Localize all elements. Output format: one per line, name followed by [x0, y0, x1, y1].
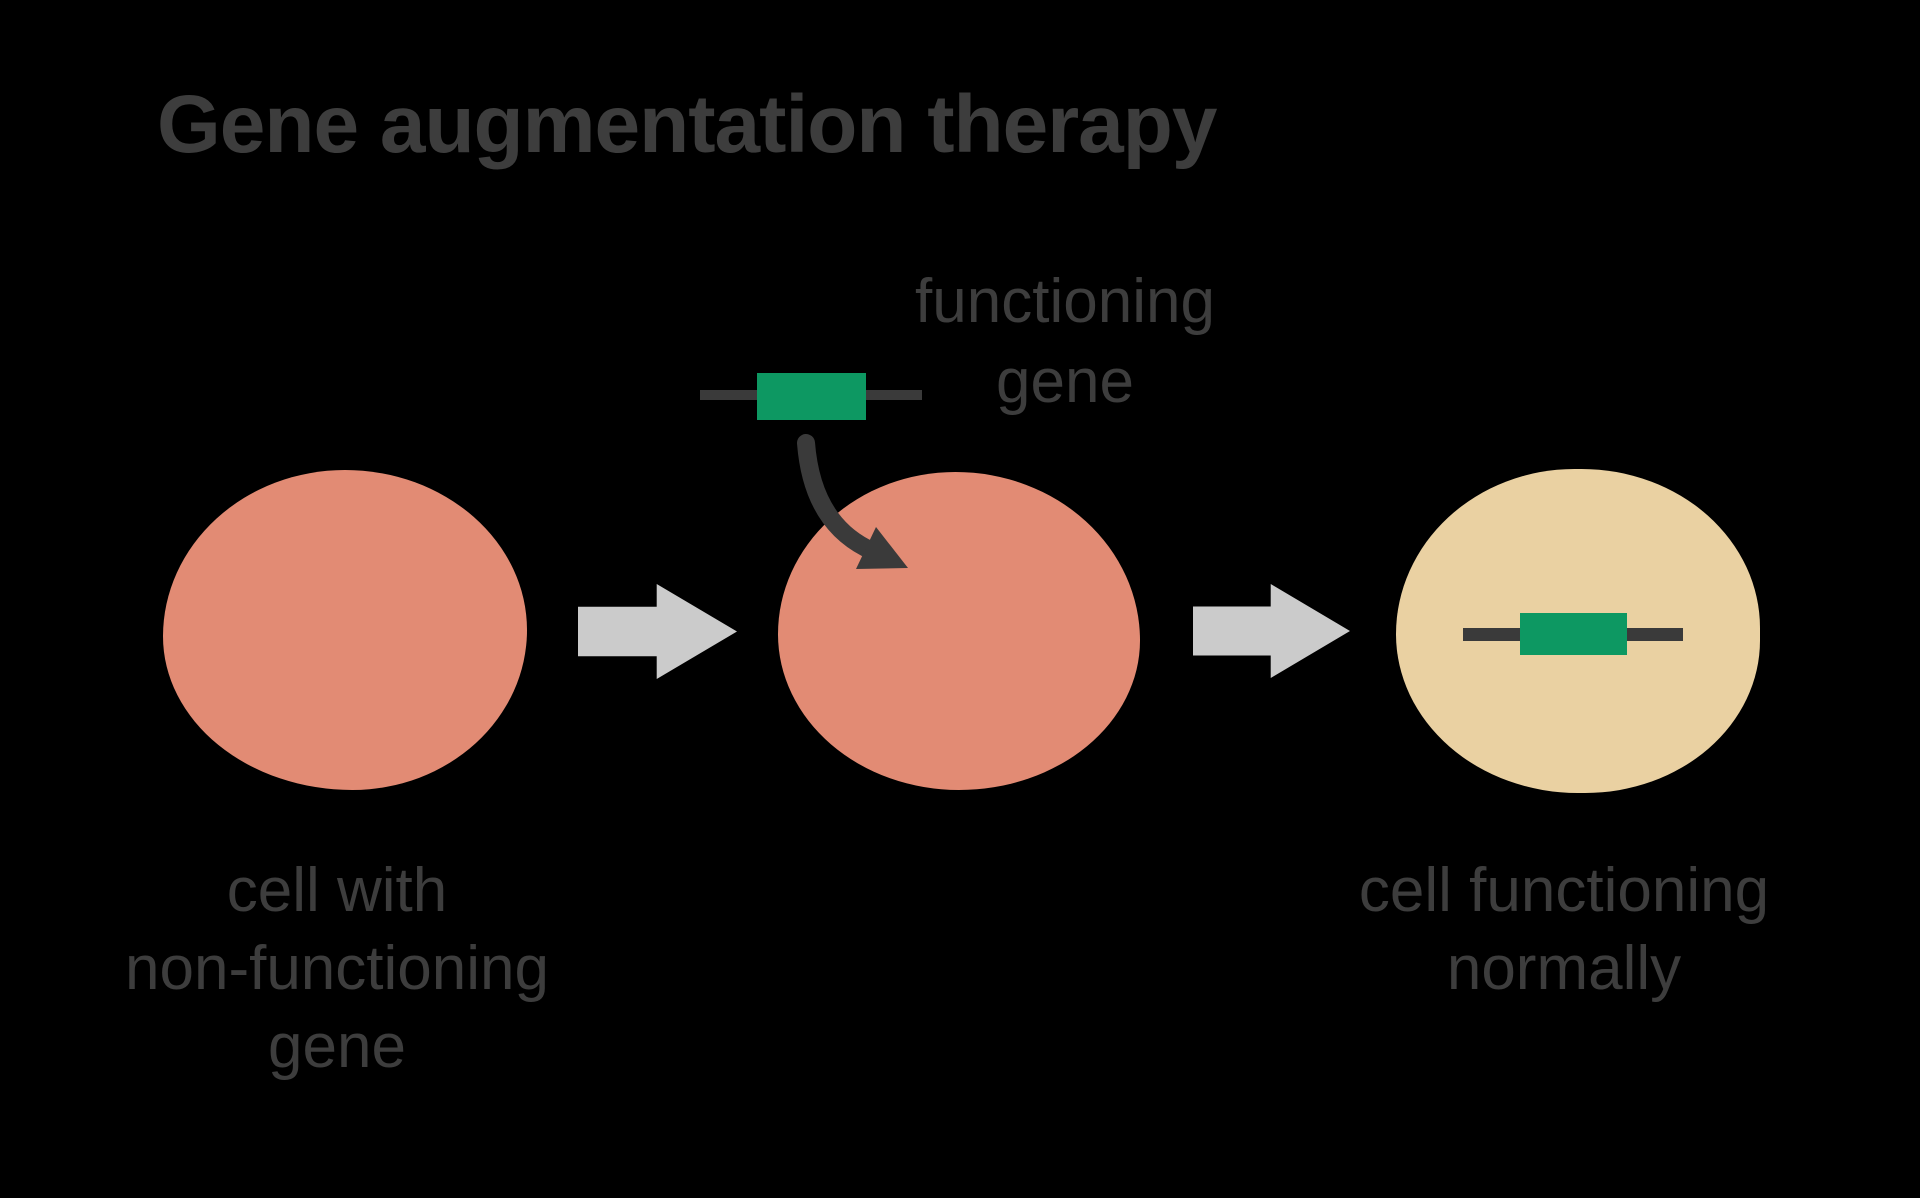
flow-arrow-2-icon — [1193, 584, 1350, 678]
inserted-gene-icon — [1463, 613, 1683, 655]
faulty-cell-label-line1: cell with — [226, 856, 448, 925]
healthy-cell-label-line1: cell functioning — [1358, 856, 1770, 925]
flow-arrow-1-icon — [578, 584, 737, 679]
faulty-cell-label-line3: gene — [268, 1012, 406, 1081]
gene-box — [1520, 613, 1627, 655]
receiving-cell — [778, 472, 1140, 790]
functioning-gene-icon — [700, 373, 922, 420]
page-title: Gene augmentation therapy — [157, 79, 1217, 170]
gene-box — [757, 373, 866, 420]
faulty-cell — [163, 470, 527, 790]
healthy-cell-label-line2: normally — [1446, 934, 1682, 1003]
faulty-cell-label-line2: non-functioning — [125, 934, 549, 1003]
faulty-cell-label: cell with non-functioning gene — [87, 852, 587, 1086]
functioning-gene-label: functioning gene — [865, 262, 1265, 422]
functioning-gene-label-line2: gene — [996, 347, 1134, 416]
healthy-cell-label: cell functioning normally — [1314, 852, 1814, 1008]
functioning-gene-label-line1: functioning — [915, 267, 1215, 336]
